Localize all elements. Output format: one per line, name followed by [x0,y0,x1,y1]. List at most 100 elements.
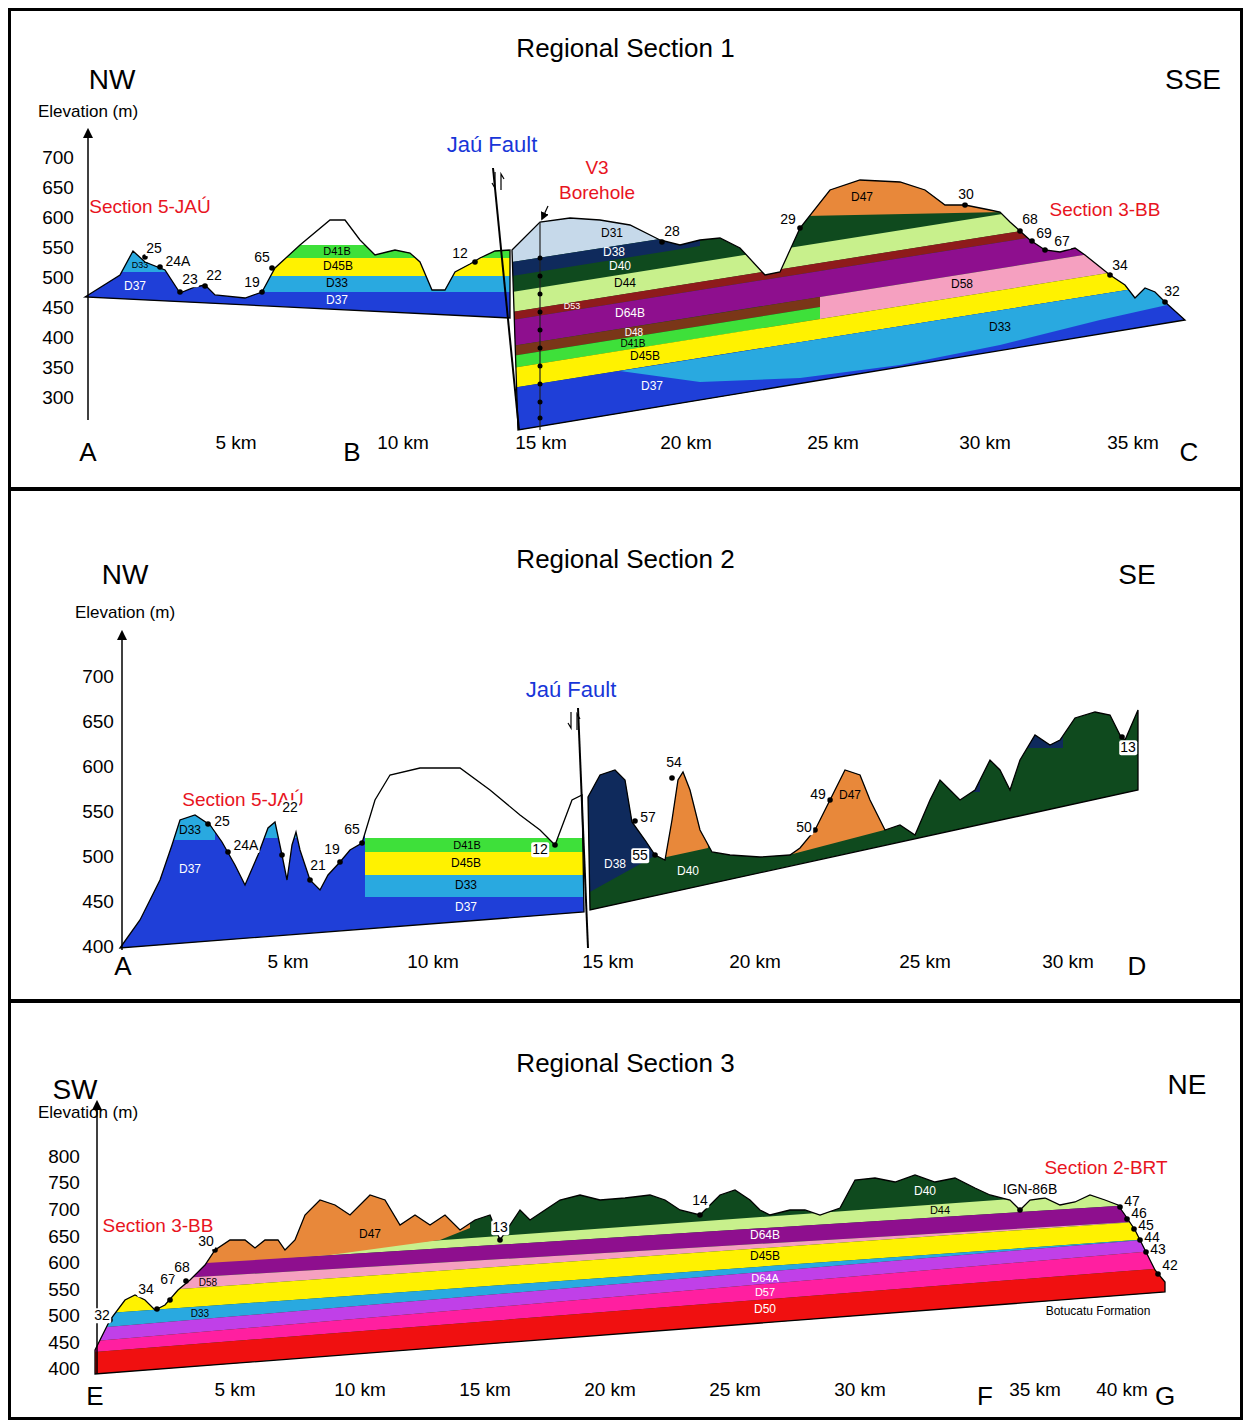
layer-label: D40 [677,865,699,878]
layer-label: D41B [620,338,645,349]
direction-label: NW [89,65,136,96]
sample-number: 28 [663,224,681,239]
distance-label: 5 km [214,1380,255,1401]
sample-point [1162,299,1168,305]
tick-label: 600 [82,757,114,778]
sample-number: IGN-86B [1002,1182,1058,1197]
sample-point [652,852,658,858]
callout-label: Section 5-JAÚ [89,197,210,218]
sample-point [154,1306,160,1312]
callout-label: Section 3-BB [1050,200,1161,221]
tick-label: 600 [42,208,74,229]
borehole [538,416,543,421]
distance-label: 20 km [729,952,781,973]
sample-point [497,1237,503,1243]
direction-label: NE [1168,1070,1207,1101]
point-letter: B [343,438,360,467]
layer-label: D33 [191,1308,209,1319]
borehole [538,292,543,297]
sample-number: 12 [531,842,549,857]
terrain-outline [120,768,584,948]
borehole [538,274,543,279]
sample-point [225,849,231,855]
borehole [538,310,543,315]
sample-number: 54 [665,755,683,770]
layer-label: D45B [750,1250,780,1263]
layer-label: D40 [609,260,631,273]
callout-label: Section 3-BB [103,1216,214,1237]
sample-point [1119,734,1125,740]
borehole [538,364,543,369]
sample-point [279,852,285,858]
tick-label: 700 [42,148,74,169]
sample-point [177,289,183,295]
section-1-east-block [805,150,1010,216]
section-1-west-block [262,140,520,276]
terrain-outline [85,220,510,318]
layer-label: D33 [132,261,149,271]
sample-number: 24A [165,254,192,269]
point-letter: D [1128,952,1147,981]
section-2-west-block [365,680,585,838]
sample-point [1029,238,1035,244]
axis-line [87,130,89,420]
sample-point [472,259,478,265]
sample-point [202,283,208,289]
section-3-block [95,1268,1165,1374]
sample-point [337,859,343,865]
sample-point [359,840,365,846]
sample-number: 65 [343,822,361,837]
sample-number: 25 [145,241,163,256]
borehole [538,346,543,351]
distance-label: 35 km [1009,1380,1061,1401]
section-2-east-block [785,740,892,856]
section-1-east-block [512,280,1190,440]
distance-label: 25 km [807,433,859,454]
tick-label: 650 [42,178,74,199]
tick-label: 650 [48,1227,80,1248]
sample-number: 42 [1161,1258,1179,1273]
section-panel: Regional Section 3 [8,1000,1243,1420]
point-letter: A [114,952,131,981]
tick-label: 350 [42,358,74,379]
section-2-east-block [585,650,1145,930]
layer-label: D41B [323,245,351,257]
distance-label: 20 km [660,433,712,454]
sample-point [167,1297,173,1303]
point-letter: A [79,438,96,467]
layer-label: D58 [951,278,973,291]
tick-label: 700 [82,667,114,688]
layer-label: D37 [326,294,348,307]
sample-number: 65 [253,250,271,265]
sample-number: 50 [795,820,813,835]
sample-number: 22 [205,268,223,283]
layer-label: D45B [451,857,481,870]
sample-number: 30 [957,187,975,202]
point-letter: E [86,1382,103,1411]
sample-number: 69 [1035,226,1053,241]
layer-label: D38 [604,858,626,871]
sample-point [1042,247,1048,253]
section-1-west-block [262,140,520,292]
tick-label: 550 [42,238,74,259]
section-1-west-block [80,140,520,340]
layer-label: D40 [914,1185,936,1198]
layer-label: D47 [839,789,861,802]
axis-line [88,130,122,1374]
sample-number: 30 [197,1234,215,1249]
borehole [539,222,540,430]
distance-label: 15 km [515,433,567,454]
terrain-outline [512,180,1185,430]
sample-number: 12 [451,246,469,261]
section-3-block [90,1100,1170,1390]
sample-number: 24A [233,838,260,853]
sample-number: 29 [779,212,797,227]
panel-title: Regional Section 3 [11,1048,1240,1078]
tick-label: 500 [42,268,74,289]
terrain-outline [588,710,1138,910]
borehole [538,400,543,405]
sample-number: 25 [213,814,231,829]
tick-label: 750 [48,1173,80,1194]
direction-label: SSE [1165,65,1221,96]
borehole [538,206,549,430]
